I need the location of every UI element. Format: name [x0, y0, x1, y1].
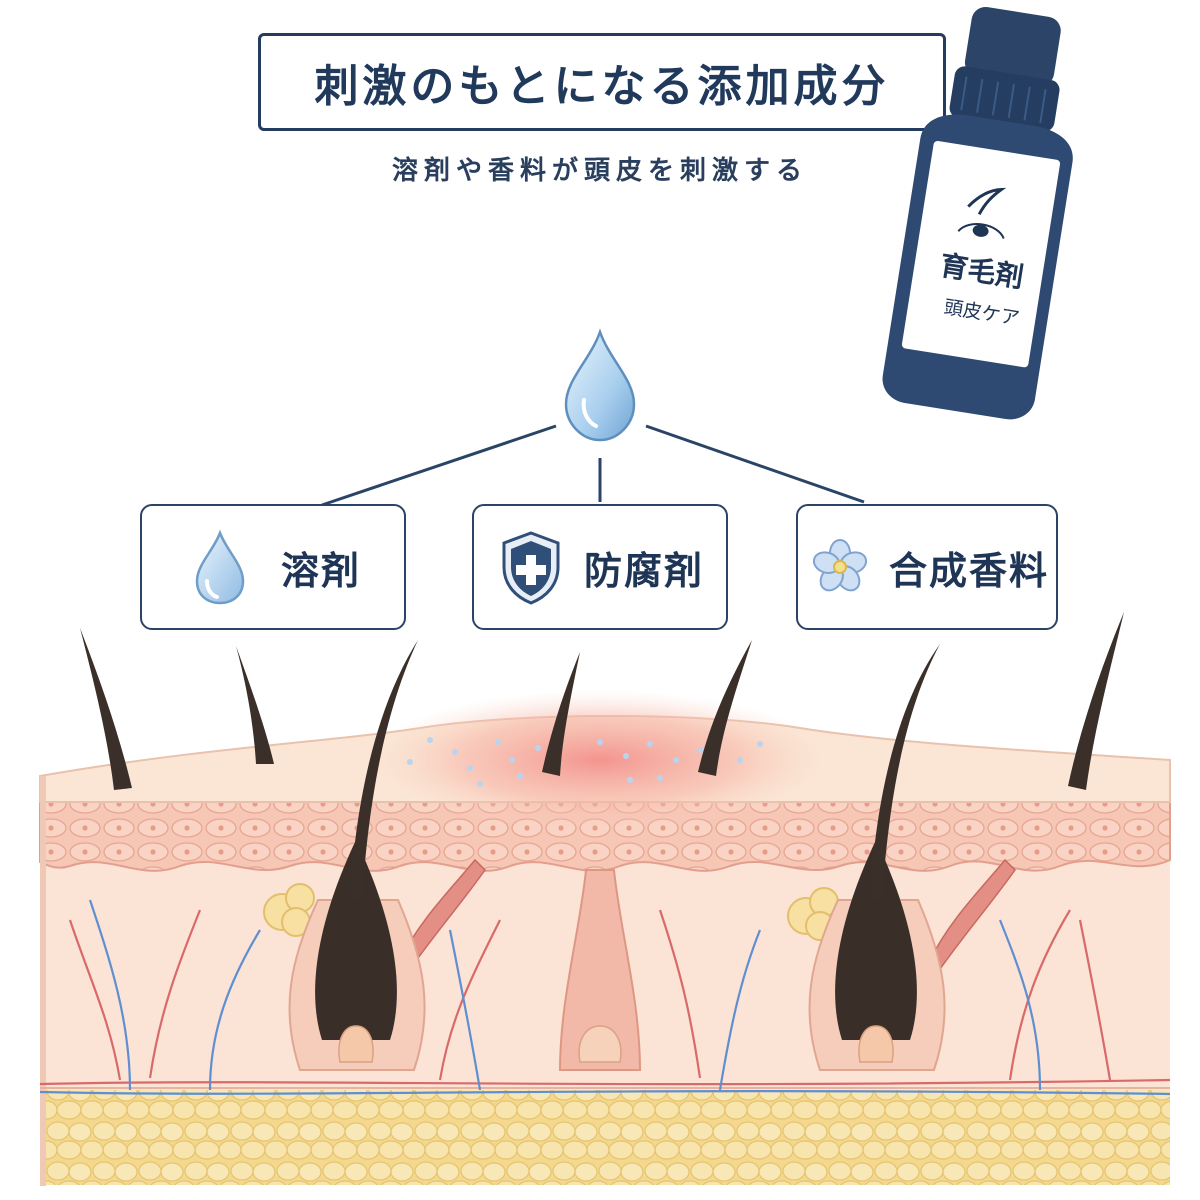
bottle-illustration: [882, 6, 1073, 420]
blood-vessels: [39, 899, 1171, 1096]
category-label: 防腐剤: [583, 548, 704, 593]
follicle-center: [558, 869, 642, 1071]
category-solvent: 溶剤: [140, 504, 406, 630]
page-title: 刺激のもとになる添加成分: [314, 61, 890, 112]
follicle-right: [808, 840, 946, 1071]
page-subtitle: 溶剤や香料が頭皮を刺激する: [391, 156, 808, 186]
water-drop-icon: [195, 529, 245, 605]
category-label: 合成香料: [888, 548, 1049, 593]
arrector-muscle: [399, 858, 1016, 974]
flower-icon: [812, 539, 868, 592]
title-box: 刺激のもとになる添加成分: [258, 33, 946, 131]
category-fragrance: 合成香料: [796, 504, 1058, 630]
water-drop-icon: [564, 328, 636, 442]
follicle-left: [288, 840, 426, 1071]
hairs: [80, 612, 1124, 900]
category-preservative: 防腐剤: [472, 504, 728, 630]
irritation-dots: [407, 737, 763, 787]
category-label: 溶剤: [280, 548, 361, 593]
shield-plus-icon: [502, 531, 560, 605]
hair-tonic-bottle: 育毛剤 頭皮ケア: [870, 0, 1110, 420]
connector-lines: [321, 424, 865, 507]
hair-follicles: [288, 840, 946, 1071]
